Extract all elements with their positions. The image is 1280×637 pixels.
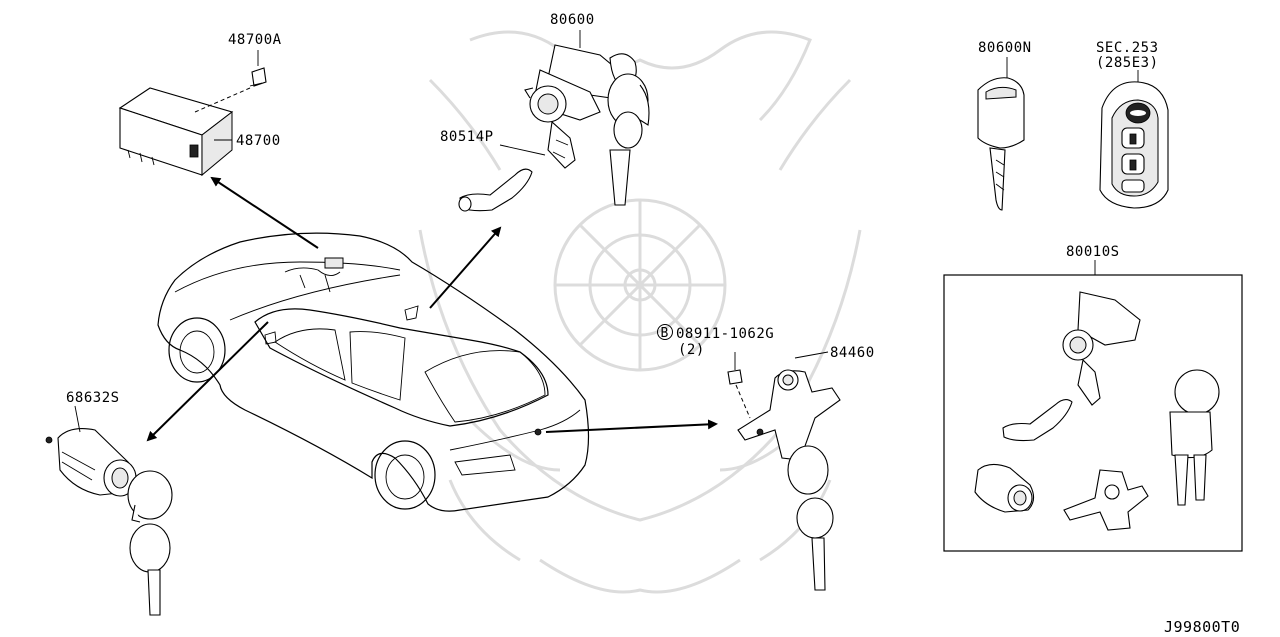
- part-48700A-bolt: [194, 50, 267, 113]
- part-80600-ignition-lock: [524, 44, 650, 206]
- part-intelligent-key-fob: [1099, 81, 1169, 209]
- label-80600N: 80600N: [978, 40, 1032, 56]
- part-68632S-door-cylinder: [45, 428, 173, 616]
- part-48700-control-unit: [118, 87, 234, 177]
- bolt-marker: B: [661, 326, 669, 341]
- label-48700A: 48700A: [228, 32, 282, 48]
- label-84460: 84460: [830, 345, 875, 361]
- bolt-callout: B 08911-1062G (2): [657, 324, 774, 358]
- part-80600N-key: [977, 77, 1025, 211]
- label-80600: 80600: [550, 12, 595, 28]
- label-bolt-quantity: (2): [678, 342, 705, 358]
- label-80514P: 80514P: [440, 129, 494, 145]
- label-leaders: [74, 30, 1139, 433]
- leader-arrows: [146, 176, 718, 442]
- diagram-code: J99800T0: [1164, 618, 1240, 636]
- label-48700: 48700: [236, 133, 281, 149]
- vehicle-illustration: [157, 232, 590, 512]
- label-sec285E3: (285E3): [1096, 55, 1159, 71]
- part-80010S-lock-set: [943, 260, 1243, 552]
- label-sec253: SEC.253: [1096, 40, 1159, 56]
- label-68632S: 68632S: [66, 390, 120, 406]
- part-84460-trunk-lock: [727, 369, 841, 591]
- label-80010S: 80010S: [1066, 244, 1120, 260]
- part-80514P-lever: [458, 168, 533, 212]
- label-bolt-number: 08911-1062G: [676, 326, 774, 342]
